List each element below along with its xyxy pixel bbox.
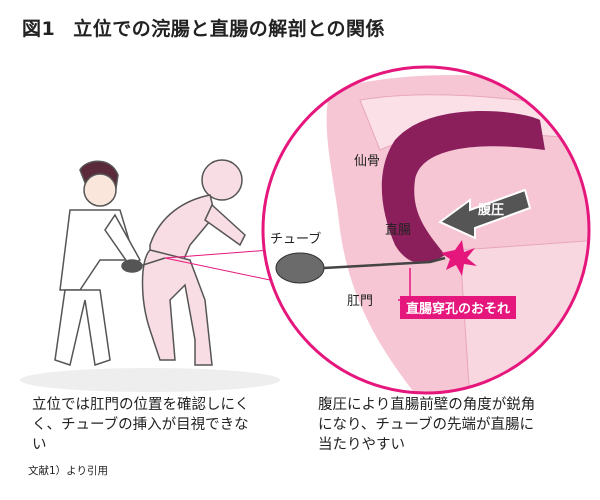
perforation-burst-icon [441, 240, 477, 276]
perforation-warning-badge: 直腸穿孔のおそれ [400, 296, 517, 319]
abdominal-pressure-arrow [438, 188, 532, 240]
rectum-shape [381, 111, 545, 264]
label-anus: 肛門 [347, 294, 374, 309]
figure-title-text: 立位での浣腸と直腸の解剖との関係 [73, 18, 386, 40]
magnified-view [261, 65, 591, 395]
label-sacrum: 仙骨 [354, 154, 381, 169]
floor-shadow [20, 368, 280, 392]
figure-title: 図1 立位での浣腸と直腸の解剖との関係 [22, 14, 385, 41]
label-tube: チューブ [270, 232, 322, 247]
magnify-circle-border [261, 65, 591, 395]
label-abdominal-pressure: 腹圧 [478, 203, 505, 218]
tube-line [139, 257, 166, 267]
caption-left: 立位では肛門の位置を確認しにくく、チューブの挿入が目視できない [32, 397, 250, 453]
caption-right: 腹圧により直腸前壁の角度が鋭角になり、チューブの先端が直腸に当たりやすい [318, 397, 536, 453]
zoom-guide-lines [164, 249, 271, 281]
enema-tube [323, 256, 446, 270]
nurse-figure [54, 160, 143, 366]
patient-figure [141, 159, 246, 366]
left-scene [20, 159, 280, 392]
label-rectum: 直腸 [385, 223, 412, 238]
source-citation: 文献1）より引用 [28, 465, 108, 477]
figure-number: 図1 [22, 18, 56, 40]
enema-bulb [275, 252, 325, 284]
